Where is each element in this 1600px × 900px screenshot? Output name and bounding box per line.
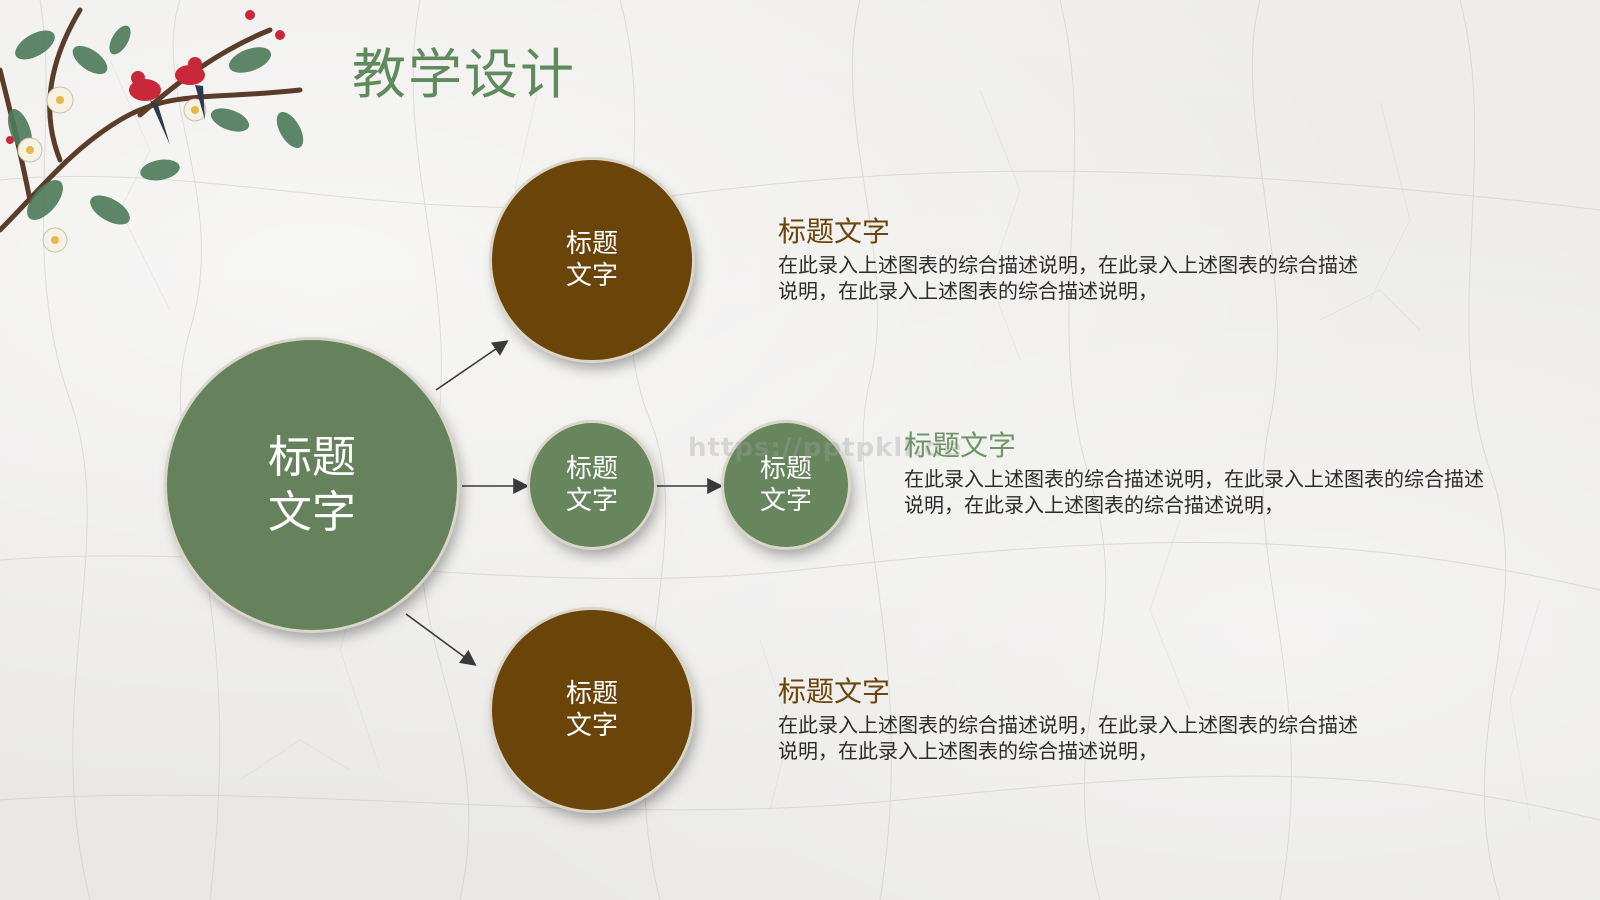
- middle-description-body: 在此录入上述图表的综合描述说明，在此录入上述图表的综合描述说明，在此录入上述图表…: [904, 467, 1484, 518]
- middle-next-node: 标题 文字: [724, 423, 848, 547]
- bottom-node: 标题 文字: [492, 610, 692, 810]
- birds-and-blossoms-icon: [0, 7, 304, 253]
- top-node: 标题 文字: [492, 160, 692, 360]
- middle-node-label: 标题 文字: [565, 453, 618, 517]
- center-node-label: 标题 文字: [268, 432, 356, 538]
- middle-description-heading: 标题文字: [904, 429, 1017, 462]
- bottom-description: 标题文字 在此录入上述图表的综合描述说明，在此录入上述图表的综合描述说明，在此录…: [778, 675, 1358, 764]
- top-node-label: 标题 文字: [565, 228, 618, 292]
- watermark-text: https://pptpkll.de: [688, 433, 963, 463]
- middle-description: 标题文字 在此录入上述图表的综合描述说明，在此录入上述图表的综合描述说明，在此录…: [904, 429, 1494, 518]
- middle-next-node-label: 标题 文字: [759, 453, 812, 517]
- slide-title: 教学设计: [352, 43, 576, 106]
- top-description-heading: 标题文字: [778, 215, 891, 248]
- top-description-body: 在此录入上述图表的综合描述说明，在此录入上述图表的综合描述说明，在此录入上述图表…: [778, 253, 1358, 304]
- center-node: 标题 文字: [167, 340, 457, 630]
- bottom-description-body: 在此录入上述图表的综合描述说明，在此录入上述图表的综合描述说明，在此录入上述图表…: [778, 713, 1358, 764]
- top-description: 标题文字 在此录入上述图表的综合描述说明，在此录入上述图表的综合描述说明，在此录…: [778, 215, 1358, 304]
- bottom-description-heading: 标题文字: [778, 675, 891, 708]
- middle-node: 标题 文字: [530, 423, 654, 547]
- bottom-node-label: 标题 文字: [565, 678, 618, 742]
